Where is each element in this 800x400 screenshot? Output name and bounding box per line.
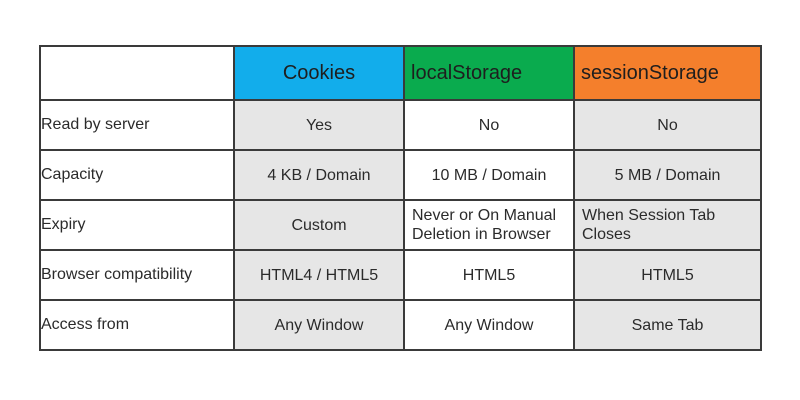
cell-cookies-access-from: Any Window xyxy=(233,299,405,351)
row-label-browser-compatibility: Browser compatibility xyxy=(39,249,235,301)
table-row: Capacity 4 KB / Domain 10 MB / Domain 5 … xyxy=(39,149,762,201)
column-header-localstorage: localStorage xyxy=(403,45,575,101)
row-label-capacity: Capacity xyxy=(39,149,235,201)
cell-sessionstorage-access-from: Same Tab xyxy=(573,299,762,351)
row-label-expiry: Expiry xyxy=(39,199,235,251)
table-row: Read by server Yes No No xyxy=(39,99,762,151)
corner-cell xyxy=(39,45,235,101)
cell-line: Closes xyxy=(582,226,631,243)
row-label-read-by-server: Read by server xyxy=(39,99,235,151)
cell-localstorage-capacity: 10 MB / Domain xyxy=(403,149,575,201)
cell-line: Never or On Manual xyxy=(412,207,557,224)
table-row: Expiry Custom Never or On Manual Deletio… xyxy=(39,199,762,251)
cell-line: Deletion in Browser xyxy=(412,226,551,243)
cell-cookies-expiry: Custom xyxy=(233,199,405,251)
cell-sessionstorage-read-by-server: No xyxy=(573,99,762,151)
column-header-cookies: Cookies xyxy=(233,45,405,101)
cell-sessionstorage-capacity: 5 MB / Domain xyxy=(573,149,762,201)
cell-cookies-capacity: 4 KB / Domain xyxy=(233,149,405,201)
row-label-access-from: Access from xyxy=(39,299,235,351)
cell-cookies-read-by-server: Yes xyxy=(233,99,405,151)
cell-line: Custom xyxy=(291,216,347,234)
cell-line: When Session Tab xyxy=(582,207,716,224)
cell-sessionstorage-browser-compatibility: HTML5 xyxy=(573,249,762,301)
cell-localstorage-expiry: Never or On Manual Deletion in Browser xyxy=(403,199,575,251)
cell-sessionstorage-expiry: When Session Tab Closes xyxy=(573,199,762,251)
header-row: Cookies localStorage sessionStorage xyxy=(39,45,762,101)
cell-localstorage-read-by-server: No xyxy=(403,99,575,151)
cell-localstorage-browser-compatibility: HTML5 xyxy=(403,249,575,301)
storage-comparison-table: Cookies localStorage sessionStorage Read… xyxy=(39,45,762,351)
table-row: Access from Any Window Any Window Same T… xyxy=(39,299,762,351)
cell-localstorage-access-from: Any Window xyxy=(403,299,575,351)
table-row: Browser compatibility HTML4 / HTML5 HTML… xyxy=(39,249,762,301)
column-header-sessionstorage: sessionStorage xyxy=(573,45,762,101)
cell-cookies-browser-compatibility: HTML4 / HTML5 xyxy=(233,249,405,301)
